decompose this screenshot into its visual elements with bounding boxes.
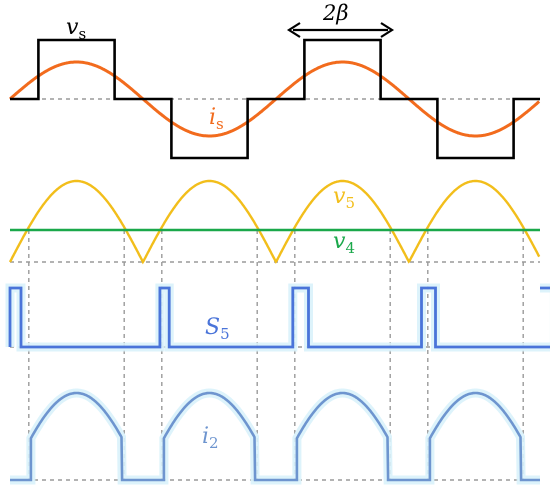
v4-label: v4 [333,229,355,257]
vertical-guides [28,230,524,480]
i2-waveform [10,391,540,482]
i2-label: i2 [202,424,219,452]
vs-label: vs [66,15,86,43]
vs-waveform [10,38,540,160]
zero-lines [10,98,540,481]
S5-glow [5,283,550,352]
S5-waveform [8,286,550,349]
v5-label: v5 [333,184,355,212]
two-beta-arrow-icon [286,22,395,38]
i2-glow [10,388,540,485]
is-label: is [209,105,224,133]
S5-label: S5 [205,315,230,343]
two-beta-label: 2β [322,1,349,25]
v5-waveform [8,179,541,265]
